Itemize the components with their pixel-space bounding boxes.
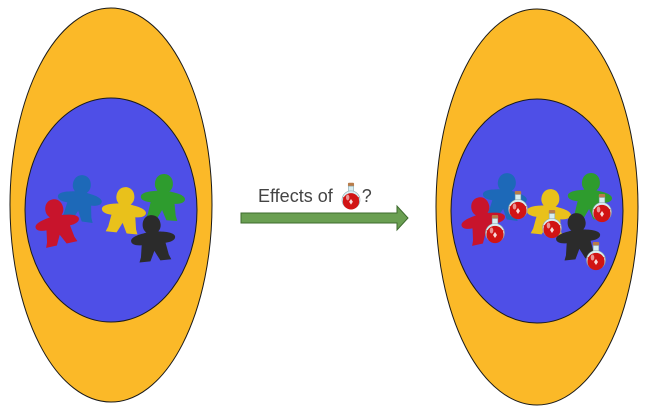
caption-prefix: Effects of xyxy=(258,186,333,206)
transition-arrow xyxy=(240,204,409,232)
diagram-caption: Effects of ? xyxy=(258,186,372,207)
after-group xyxy=(435,8,639,406)
caption-suffix: ? xyxy=(361,186,372,206)
before-group xyxy=(9,7,213,403)
